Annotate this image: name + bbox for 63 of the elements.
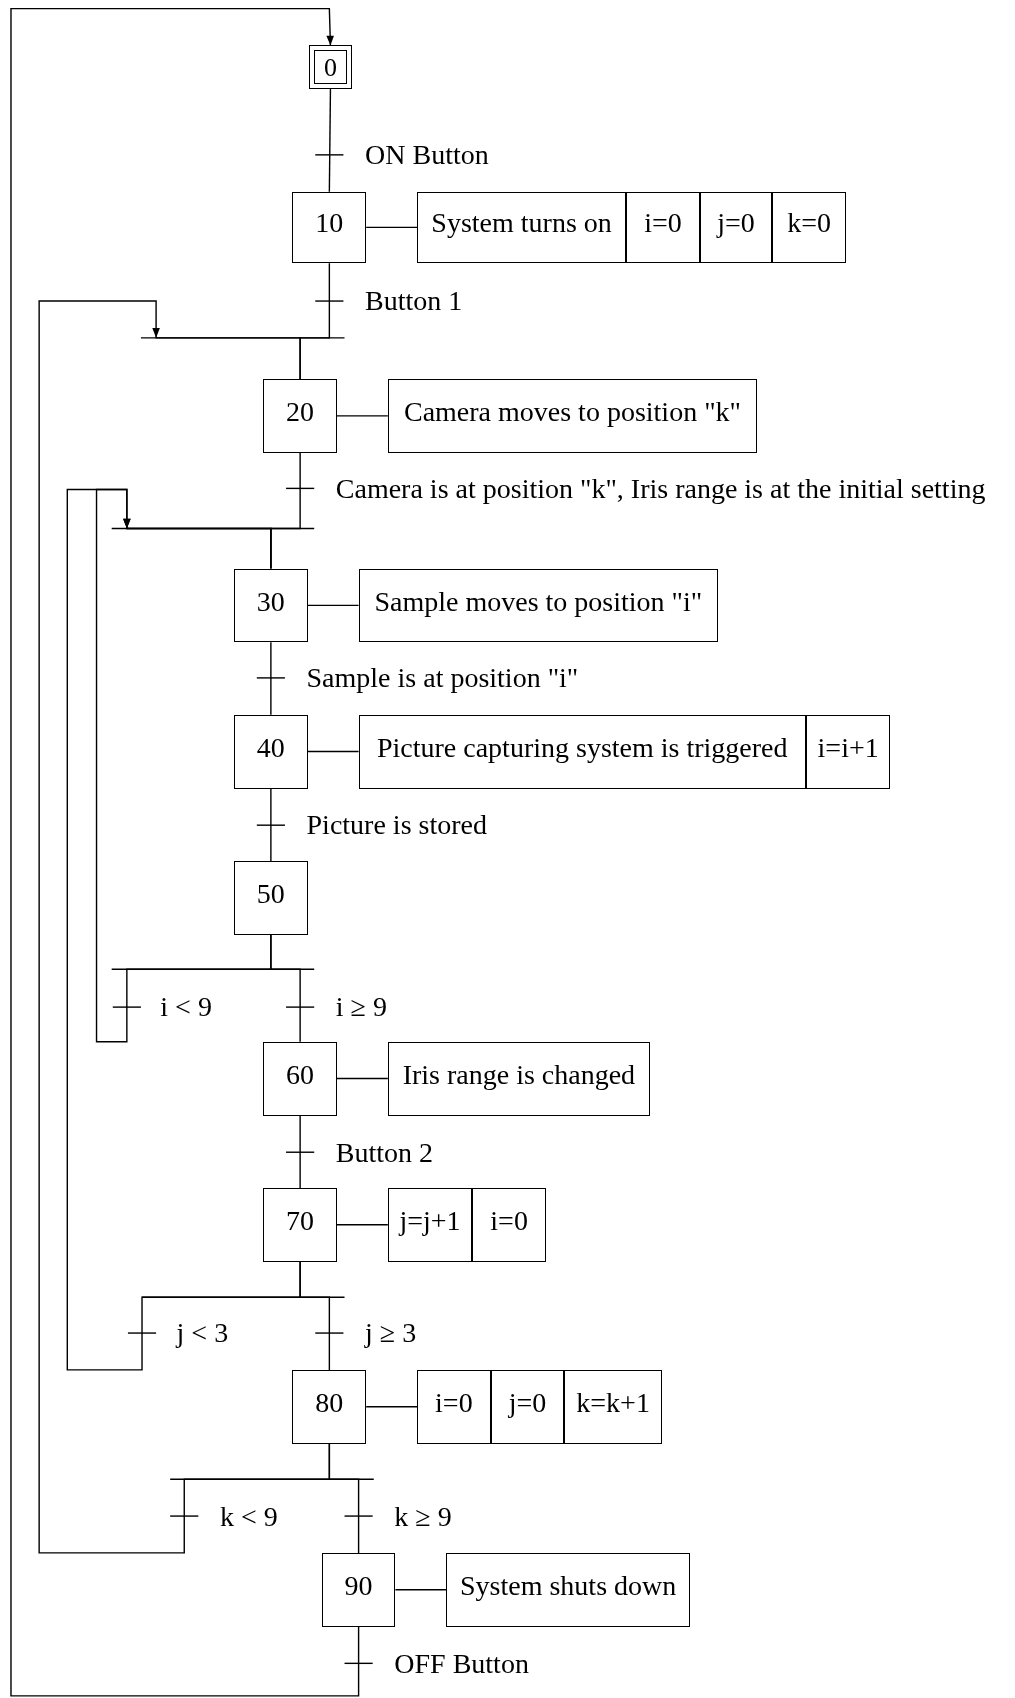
action-box <box>805 714 891 789</box>
step-box <box>263 1042 337 1116</box>
step-box <box>263 1188 337 1262</box>
action-text: Sample moves to position "i" <box>374 584 703 619</box>
step-number: 10 <box>315 206 344 241</box>
transition-label: Button 2 <box>335 1138 434 1167</box>
step-number: 70 <box>286 1204 315 1239</box>
action-box <box>387 379 758 453</box>
action-box <box>472 1188 546 1262</box>
action-box <box>699 191 773 264</box>
action-text: i=0 <box>644 206 682 241</box>
action-text: Picture capturing system is triggered <box>376 730 788 765</box>
action-text: k=0 <box>787 206 832 241</box>
action-text: System shuts down <box>460 1569 677 1604</box>
action-text: i=0 <box>435 1386 473 1421</box>
transition-label: Button 1 <box>365 287 463 316</box>
action-text: i=0 <box>490 1204 528 1239</box>
action-text: i=i+1 <box>817 730 879 765</box>
step-box <box>263 379 337 453</box>
transition-label: ON Button <box>365 140 489 169</box>
initial-step-box <box>308 45 353 89</box>
transition-label: k ≥ 9 <box>394 1502 452 1531</box>
action-text: Camera moves to position "k" <box>403 394 741 429</box>
action-box <box>358 714 806 789</box>
transition-label: Picture is stored <box>306 811 487 840</box>
action-box <box>564 1370 662 1444</box>
action-box <box>490 1370 565 1444</box>
step-number: 80 <box>315 1386 344 1421</box>
action-box <box>626 191 700 264</box>
step-box <box>233 714 308 789</box>
step-number: 20 <box>286 394 315 429</box>
transition-label: i < 9 <box>160 993 212 1022</box>
step-number: 60 <box>286 1057 315 1092</box>
action-box <box>387 1042 650 1116</box>
transition-label: j < 3 <box>176 1319 229 1348</box>
action-box <box>387 1188 473 1262</box>
transition-label: k < 9 <box>219 1502 278 1531</box>
action-box <box>417 1370 491 1444</box>
step-box <box>321 1553 396 1627</box>
step-number: 30 <box>256 584 285 619</box>
transition-label: OFF Button <box>394 1649 529 1678</box>
action-box <box>358 568 719 643</box>
step-box <box>292 191 367 264</box>
action-box <box>417 191 627 264</box>
transition-label: Sample is at position "i" <box>306 664 579 693</box>
step-box <box>233 861 308 935</box>
action-box <box>446 1553 690 1627</box>
transition-label: Camera is at position "k", Iris range is at the initial setting <box>335 474 986 503</box>
step-box <box>292 1370 367 1444</box>
step-number: 50 <box>256 877 285 911</box>
action-text: k=k+1 <box>576 1386 650 1421</box>
transition-label: i ≥ 9 <box>335 993 387 1022</box>
action-text: System turns on <box>431 206 612 241</box>
action-text: j=j+1 <box>399 1204 461 1239</box>
action-text: j=0 <box>508 1386 547 1421</box>
step-number: 0 <box>323 51 337 84</box>
step-number: 40 <box>256 730 285 765</box>
action-text: j=0 <box>717 206 755 241</box>
action-text: Iris range is changed <box>402 1057 636 1092</box>
step-number: 90 <box>344 1569 373 1604</box>
transition-label: j ≥ 3 <box>365 1319 417 1348</box>
action-box <box>772 191 846 264</box>
step-box <box>233 568 308 643</box>
